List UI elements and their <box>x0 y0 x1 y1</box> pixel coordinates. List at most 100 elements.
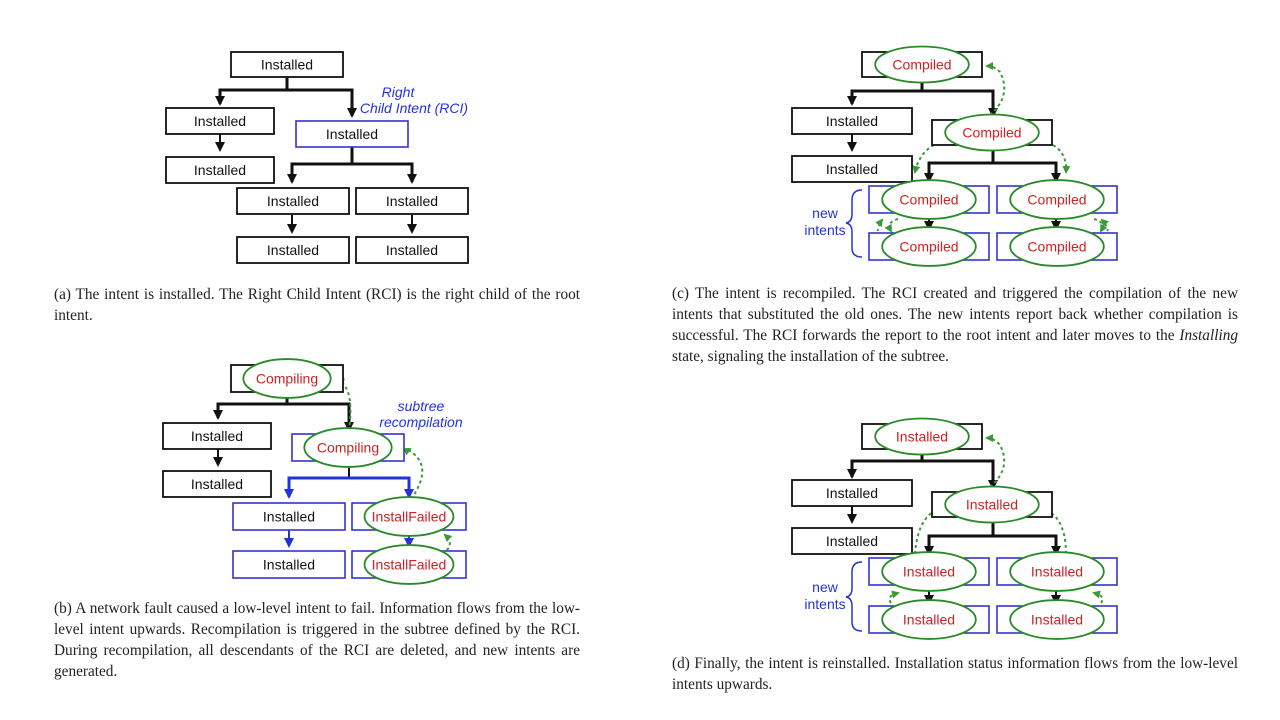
intent-state-label: Compiling <box>256 371 318 387</box>
intent-node-l1: Installed <box>791 479 913 507</box>
rci-annotation-line1: Right <box>382 84 416 100</box>
intent-box <box>230 51 344 78</box>
intent-node-c3: Compiled <box>868 226 990 267</box>
intent-node-l1: Installed <box>165 107 275 135</box>
state-ellipse <box>874 417 970 456</box>
intent-node-c4: InstallFailed <box>351 544 467 585</box>
intent-state-label: Installed <box>386 242 438 258</box>
intent-box <box>355 187 469 215</box>
state-ellipse <box>242 358 332 399</box>
intent-box <box>232 502 346 531</box>
intent-node-c2: InstallFailed <box>351 496 467 537</box>
state-ellipse <box>363 496 455 537</box>
intent-node-c4: Installed <box>355 236 469 264</box>
state-ellipse <box>944 113 1040 152</box>
intent-node-l1: Installed <box>162 422 272 450</box>
state-ellipse <box>1009 599 1105 640</box>
caption-c-part2: state, signaling the installation of the… <box>672 348 949 365</box>
intent-state-label: Compiled <box>1027 192 1086 208</box>
intent-state-label: Compiled <box>892 57 951 73</box>
brace-d <box>845 561 863 632</box>
state-ellipse <box>874 45 970 84</box>
diagram-a: InstalledInstalledInstalledInstalledInst… <box>165 51 469 264</box>
intent-box <box>162 422 272 450</box>
caption-b: (b) A network fault caused a low-level i… <box>54 600 580 680</box>
state-ellipse <box>363 544 455 585</box>
intent-state-label: Installed <box>263 509 315 525</box>
intent-node-c2: Compiled <box>996 179 1118 220</box>
state-ellipse <box>881 226 977 267</box>
intent-box <box>295 120 409 148</box>
intent-node-l2: Installed <box>162 470 272 498</box>
intent-node-rci: Installed <box>931 485 1053 524</box>
intent-box <box>355 236 469 264</box>
new-intents-annotation-d-line1: new <box>812 579 839 595</box>
intent-node-rci: Compiled <box>931 113 1053 152</box>
intent-box <box>236 187 350 215</box>
intent-state-label: Installed <box>826 113 878 129</box>
diagram-c: CompiledInstalledInstalledCompiledCompil… <box>791 45 1118 267</box>
state-ellipse <box>1009 551 1105 592</box>
edges-d <box>847 434 1104 605</box>
intent-state-label: Installed <box>903 612 955 628</box>
intent-node-c1: Compiled <box>868 179 990 220</box>
intent-state-label: InstallFailed <box>372 557 447 573</box>
intent-state-label: Installed <box>267 242 319 258</box>
intent-state-label: Compiled <box>1027 239 1086 255</box>
intent-node-l1: Installed <box>791 107 913 135</box>
nodes-a: InstalledInstalledInstalledInstalledInst… <box>165 51 469 264</box>
intent-state-label: Compiling <box>317 440 379 456</box>
intent-node-c2: Installed <box>355 187 469 215</box>
intent-box <box>791 107 913 135</box>
intent-box <box>791 155 913 183</box>
intent-state-label: Installed <box>903 564 955 580</box>
intent-node-c2: Installed <box>996 551 1118 592</box>
intent-state-label: Installed <box>194 113 246 129</box>
intent-state-label: Compiled <box>899 192 958 208</box>
intent-state-label: Installed <box>194 162 246 178</box>
nodes-b: CompilingInstalledInstalledCompilingInst… <box>162 358 467 585</box>
new-intents-annotation-d-line2: intents <box>804 596 845 612</box>
intent-node-c4: Compiled <box>996 226 1118 267</box>
rci-annotation-line2: Child Intent (RCI) <box>360 100 468 116</box>
state-ellipse <box>303 427 393 468</box>
brace-c <box>845 189 863 258</box>
intent-state-label: Installed <box>826 161 878 177</box>
intent-state-label: Installed <box>263 557 315 573</box>
intent-state-label: Installed <box>966 497 1018 513</box>
subtree-annotation-line1: subtree <box>398 398 445 414</box>
new-intents-annotation-c-line2: intents <box>804 222 845 238</box>
caption-d: (d) Finally, the intent is reinstalled. … <box>672 655 1238 693</box>
intent-state-label: Installed <box>191 428 243 444</box>
intent-node-c3: Installed <box>868 599 990 640</box>
intent-node-rci: Installed <box>295 120 409 148</box>
caption-c-italic: Installing <box>1179 327 1238 344</box>
caption-c-part1: (c) The intent is recompiled. The RCI cr… <box>672 285 1238 344</box>
intent-node-c1: Installed <box>232 502 346 531</box>
intent-state-label: Installed <box>267 193 319 209</box>
intent-state-label: Installed <box>826 485 878 501</box>
intent-state-label: Compiled <box>962 125 1021 141</box>
intent-state-label: Installed <box>386 193 438 209</box>
state-ellipse <box>944 485 1040 524</box>
state-ellipse <box>1009 226 1105 267</box>
caption-a: (a) The intent is installed. The Right C… <box>54 286 580 324</box>
intent-node-c1: Installed <box>868 551 990 592</box>
intent-state-label: Installed <box>326 126 378 142</box>
diagram-b: CompilingInstalledInstalledCompilingInst… <box>162 358 467 585</box>
intent-state-label: Installed <box>1031 612 1083 628</box>
intent-box <box>162 470 272 498</box>
intent-node-c4: Installed <box>996 599 1118 640</box>
intent-node-rci: Compiling <box>291 427 405 468</box>
intent-state-label: InstallFailed <box>372 509 447 525</box>
state-ellipse <box>881 179 977 220</box>
edges-a <box>215 78 417 234</box>
nodes-d: InstalledInstalledInstalledInstalledInst… <box>791 417 1118 640</box>
intent-box <box>236 236 350 264</box>
state-ellipse <box>881 551 977 592</box>
intent-state-label: Compiled <box>899 239 958 255</box>
intent-node-l2: Installed <box>791 527 913 555</box>
intent-node-root: Installed <box>861 417 983 456</box>
intent-state-label: Installed <box>1031 564 1083 580</box>
intent-node-root: Compiled <box>861 45 983 84</box>
